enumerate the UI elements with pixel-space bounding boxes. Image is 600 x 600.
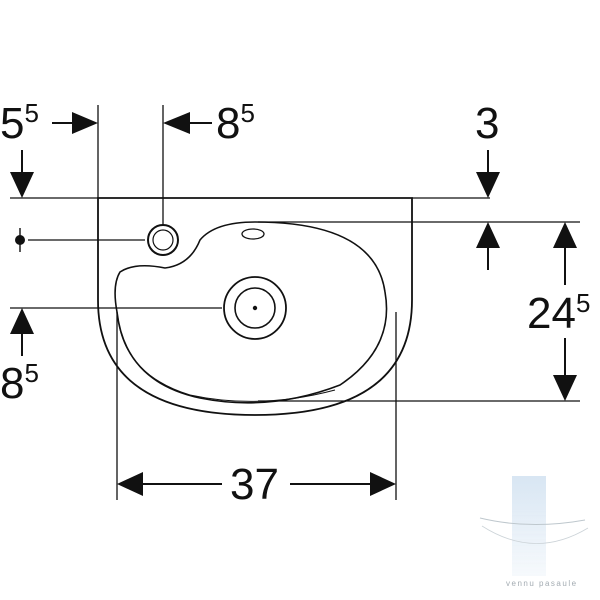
dim-bottom-offset [10, 308, 34, 356]
bowl-inner [114, 221, 388, 404]
bowl-rim-shadow [117, 317, 336, 402]
dim-width [117, 472, 396, 496]
drain-center [252, 305, 258, 311]
dim-left-vertical [10, 150, 34, 198]
basin-outline [97, 197, 413, 416]
label-bottom-offset: 85 [0, 358, 39, 408]
watermark-swoosh-2 [481, 525, 589, 544]
watermark-bar [512, 476, 546, 576]
watermark-text: vennu pasaule [506, 579, 578, 588]
label-hole-offset: 85 [216, 98, 255, 148]
dim-hole-offset [163, 112, 212, 134]
dim-hole-center-marker [15, 228, 25, 252]
label-left-offset: 55 [0, 98, 39, 148]
dim-left-offset [52, 112, 98, 134]
dim-top-offset [476, 150, 500, 270]
drain-outer [223, 276, 287, 340]
label-width: 37 [230, 460, 279, 509]
label-height: 245 [527, 288, 590, 338]
overflow-slot [241, 228, 265, 240]
dim-height [553, 222, 577, 401]
extension-lines [10, 105, 580, 500]
watermark-swoosh [479, 517, 586, 526]
drain-middle [234, 287, 276, 329]
label-top-offset: 3 [475, 99, 499, 148]
tap-hole-inner [152, 229, 174, 251]
watermark: vennu pasaule [479, 476, 589, 588]
